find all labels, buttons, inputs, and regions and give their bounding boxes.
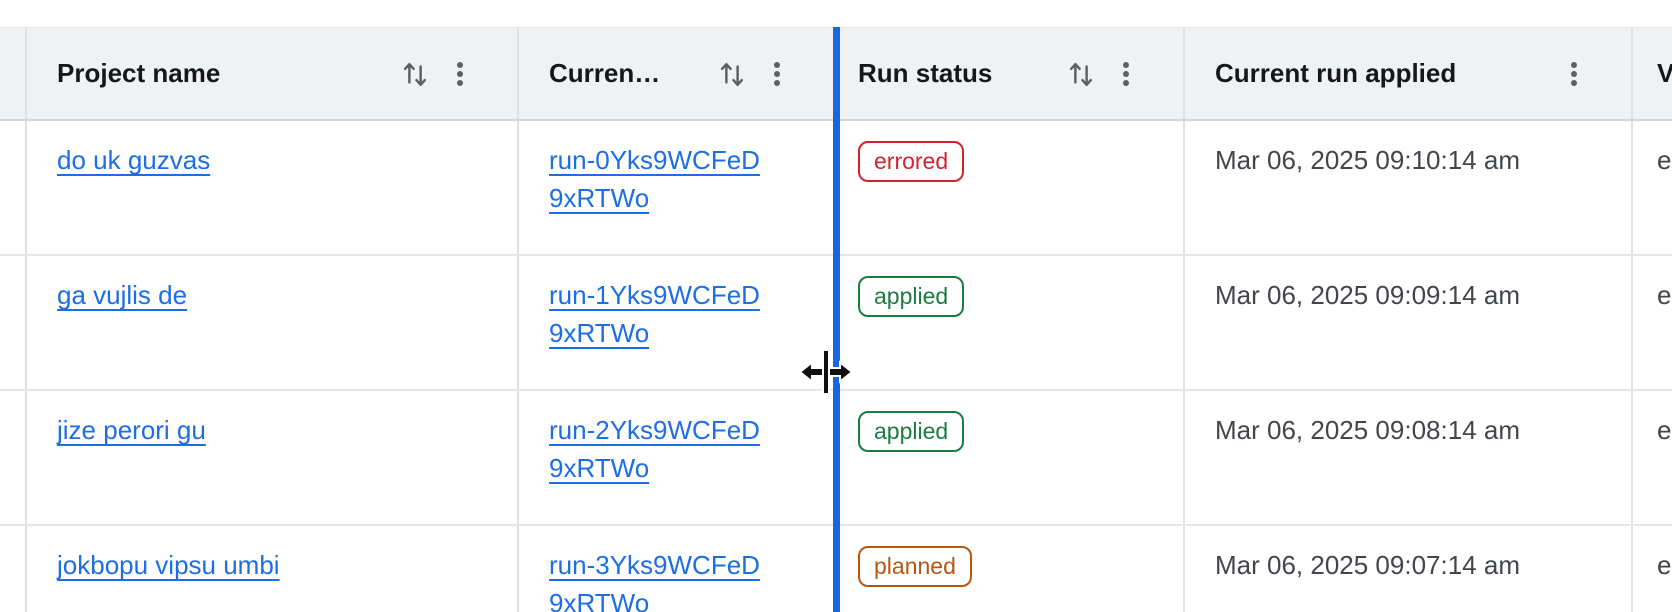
truncated-cell-text: e <box>1657 550 1672 580</box>
current-run-applied-cell: Mar 06, 2025 09:08:14 am <box>1185 391 1633 524</box>
header-cell-current-run-applied[interactable]: Current run applied <box>1185 28 1633 119</box>
project-name-cell: do uk guzvas <box>27 121 519 254</box>
row-leading-cell <box>0 121 27 254</box>
column-menu-icon[interactable] <box>772 60 782 88</box>
header-cell-project-name[interactable]: Project name <box>27 28 519 119</box>
truncated-cell: e <box>1633 526 1672 612</box>
status-badge: errored <box>858 141 965 182</box>
row-leading-cell <box>0 391 27 524</box>
current-run-applied-header-label: Current run applied <box>1215 58 1457 88</box>
project-link[interactable]: jokbopu vipsu umbi <box>57 550 280 580</box>
sort-icon[interactable] <box>401 59 429 89</box>
applied-date: Mar 06, 2025 09:08:14 am <box>1215 415 1520 445</box>
current-run-applied-cell: Mar 06, 2025 09:09:14 am <box>1185 256 1633 389</box>
run-status-cell: errored <box>836 121 1185 254</box>
project-name-cell: jize perori gu <box>27 391 519 524</box>
applied-date: Mar 06, 2025 09:10:14 am <box>1215 145 1520 175</box>
project-name-cell: jokbopu vipsu umbi <box>27 526 519 612</box>
header-cell-truncated[interactable]: V <box>1633 28 1672 119</box>
run-status-header-label: Run status <box>858 58 993 88</box>
header-cell-current-run[interactable]: Curren… <box>519 28 836 119</box>
truncated-cell: e <box>1633 391 1672 524</box>
current-run-applied-cell: Mar 06, 2025 09:10:14 am <box>1185 121 1633 254</box>
current-run-header-label: Curren… <box>549 58 661 88</box>
truncated-cell: e <box>1633 121 1672 254</box>
current-run-applied-cell: Mar 06, 2025 09:07:14 am <box>1185 526 1633 612</box>
run-status-cell: applied <box>836 256 1185 389</box>
column-resize-indicator[interactable] <box>833 27 840 612</box>
row-leading-cell <box>0 256 27 389</box>
truncated-cell-text: e <box>1657 280 1672 310</box>
header-cell-run-status[interactable]: Run status <box>836 28 1185 119</box>
sort-icon[interactable] <box>1067 59 1095 89</box>
sort-icon[interactable] <box>718 59 746 89</box>
truncated-cell-text: e <box>1657 145 1672 175</box>
run-status-cell: planned <box>836 526 1185 612</box>
project-link[interactable]: ga vujlis de <box>57 280 188 310</box>
project-name-cell: ga vujlis de <box>27 256 519 389</box>
project-link[interactable]: jize perori gu <box>57 415 206 445</box>
status-badge: applied <box>858 276 965 317</box>
project-name-header-label: Project name <box>57 58 221 88</box>
status-badge: planned <box>858 546 972 587</box>
page-background-strip <box>0 0 1672 27</box>
truncated-cell: e <box>1633 256 1672 389</box>
run-status-cell: applied <box>836 391 1185 524</box>
project-link[interactable]: do uk guzvas <box>57 145 211 175</box>
applied-date: Mar 06, 2025 09:07:14 am <box>1215 550 1520 580</box>
truncated-header-label: V <box>1657 58 1672 88</box>
column-menu-icon[interactable] <box>455 60 465 88</box>
row-leading-cell <box>0 526 27 612</box>
column-menu-icon[interactable] <box>1121 60 1131 88</box>
status-badge: applied <box>858 411 965 452</box>
truncated-cell-text: e <box>1657 415 1672 445</box>
applied-date: Mar 06, 2025 09:09:14 am <box>1215 280 1520 310</box>
column-menu-icon[interactable] <box>1569 60 1579 88</box>
header-cell-leading <box>0 28 27 119</box>
